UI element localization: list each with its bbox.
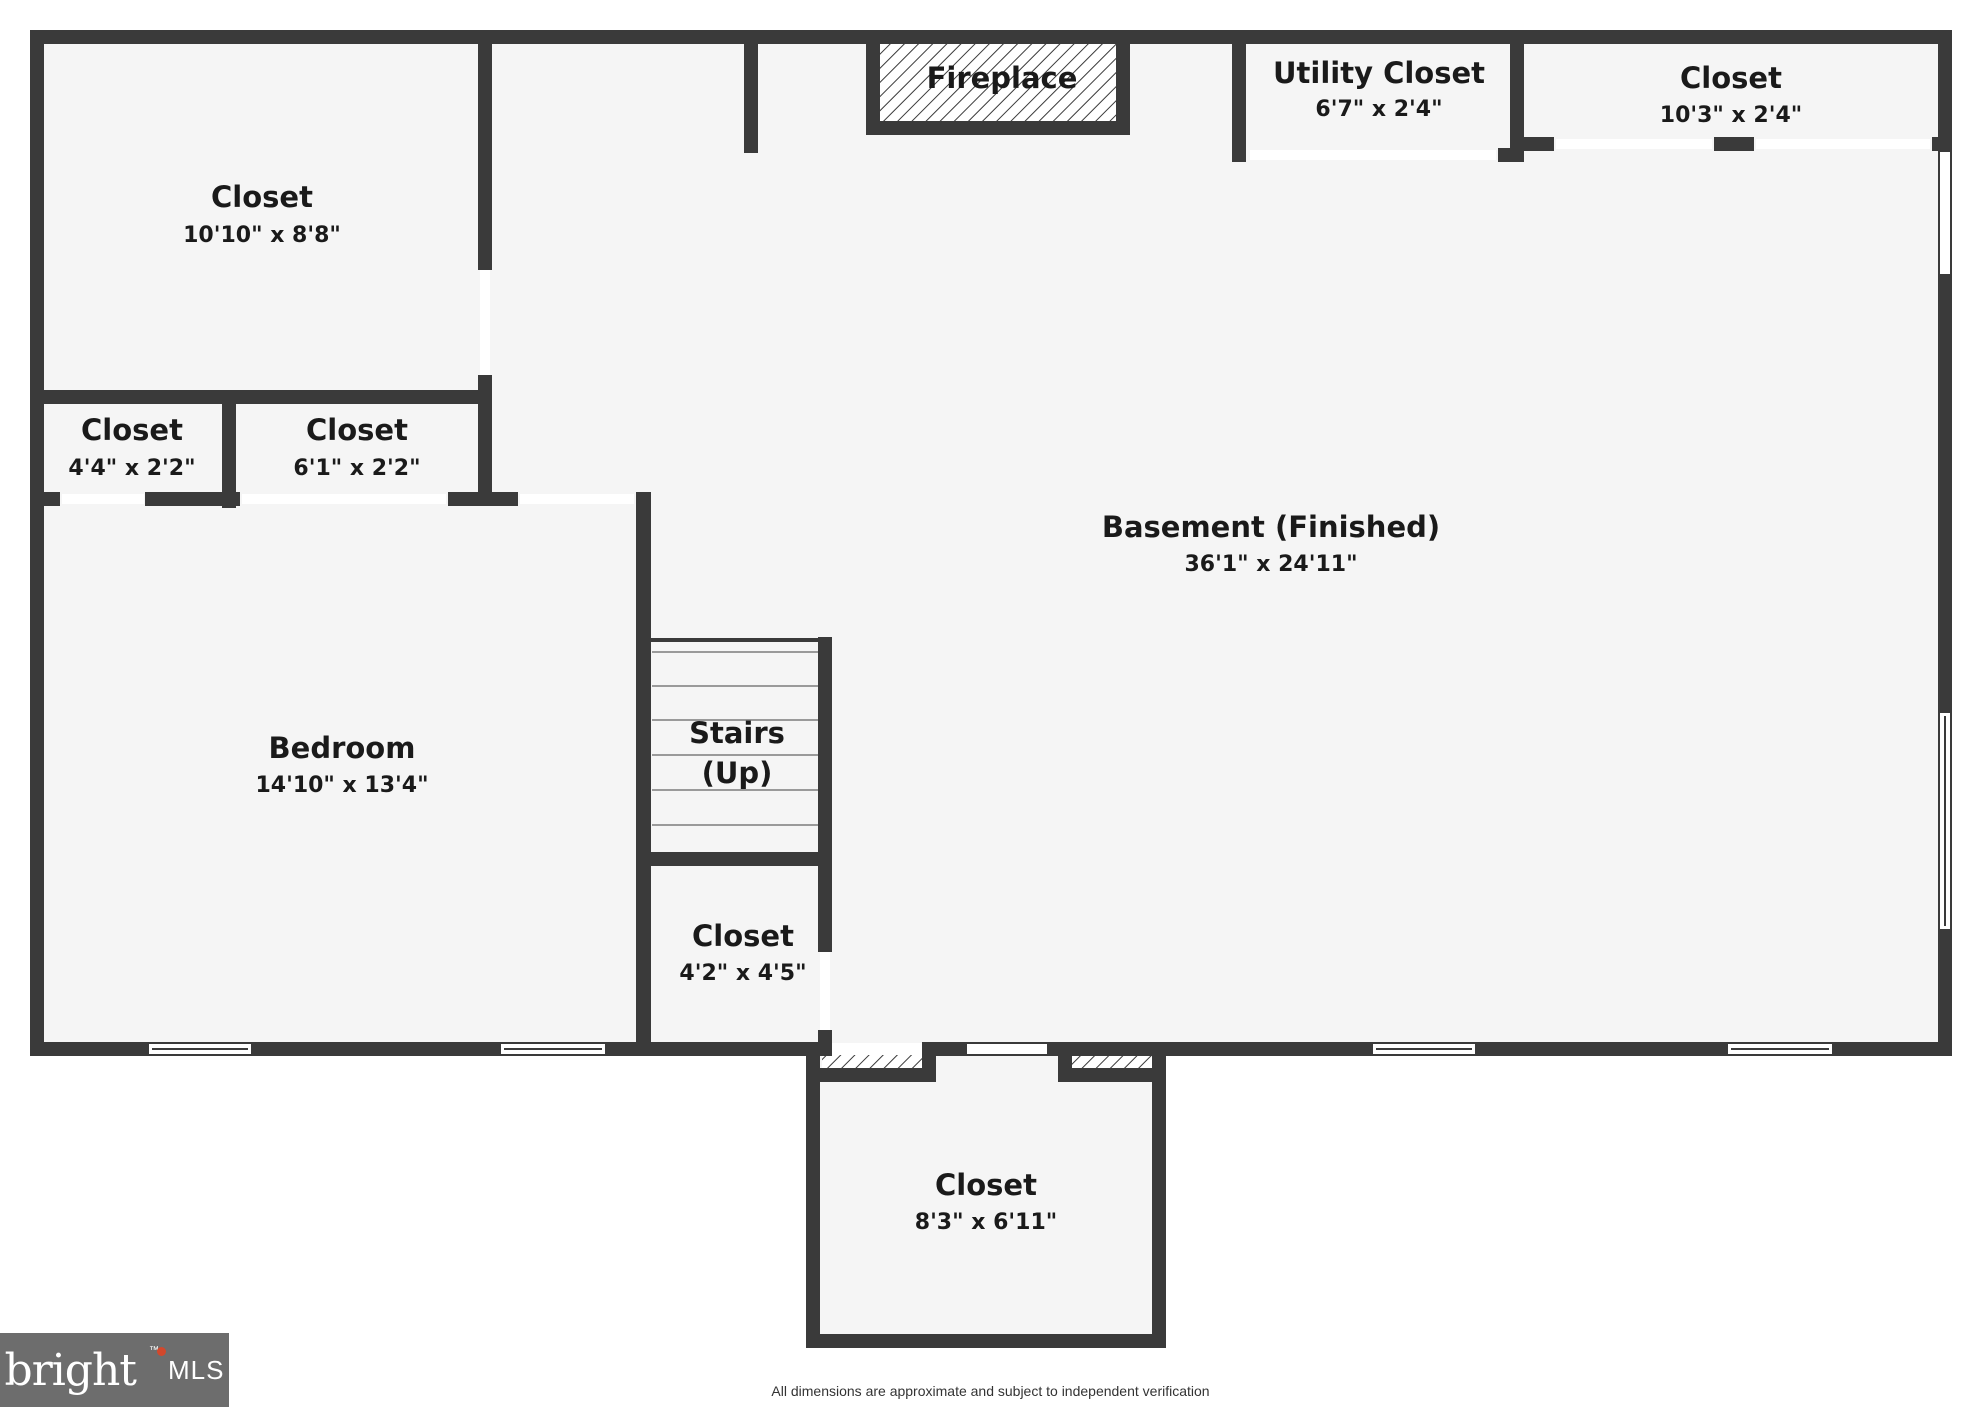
room-labels: Closet 10'10" x 8'8" Closet 4'4" x 2'2" …	[68, 56, 1802, 1235]
stair-treads	[652, 651, 822, 826]
disclaimer-text: All dimensions are approximate and subje…	[771, 1383, 1210, 1399]
fireplace-name: Fireplace	[927, 61, 1078, 95]
logo-mark-icon	[157, 1346, 166, 1356]
closet-bottom-dims: 8'3" x 6'11"	[915, 1210, 1057, 1235]
hearth-hatch-left	[822, 1055, 922, 1071]
closet-bottom-name: Closet	[935, 1168, 1037, 1202]
logo-brand: bright ™	[4, 1344, 166, 1396]
closet-top-left-name: Closet	[211, 180, 313, 214]
closet-top-right-dims: 10'3" x 2'4"	[1660, 103, 1802, 128]
door-openings	[62, 139, 1950, 1054]
logo-tm: ™	[149, 1344, 159, 1356]
logo-brand-text: bright	[4, 1344, 137, 1396]
utility-closet-dims: 6'7" x 2'4"	[1315, 97, 1442, 122]
closet-small-b-name: Closet	[306, 413, 408, 447]
logo-suffix: MLS	[168, 1354, 225, 1385]
closet-small-a-name: Closet	[81, 413, 183, 447]
floor-bottom-closet	[820, 1055, 1160, 1335]
fireplace-hatch	[878, 43, 1118, 121]
closet-under-stairs-name: Closet	[692, 919, 794, 953]
floor-main	[37, 43, 1941, 1043]
bright-mls-logo: bright ™ MLS	[0, 1333, 229, 1407]
basement-name: Basement (Finished)	[1102, 510, 1440, 544]
closet-small-b-dims: 6'1" x 2'2"	[293, 456, 420, 481]
closet-small-a-dims: 4'4" x 2'2"	[68, 456, 195, 481]
bedroom-name: Bedroom	[269, 731, 416, 765]
closet-top-right-name: Closet	[1680, 61, 1782, 95]
bedroom-dims: 14'10" x 13'4"	[255, 773, 428, 798]
stairs-name-line1: Stairs	[689, 716, 785, 750]
closet-top-left-dims: 10'10" x 8'8"	[183, 223, 341, 248]
windows	[147, 711, 1952, 1056]
stairs-name-line2: (Up)	[702, 756, 773, 790]
basement-dims: 36'1" x 24'11"	[1184, 552, 1357, 577]
hearth-hatch-right	[1072, 1055, 1152, 1071]
utility-closet-name: Utility Closet	[1273, 56, 1485, 90]
floor-fills	[37, 43, 1941, 1335]
closet-under-stairs-dims: 4'2" x 4'5"	[679, 961, 806, 986]
